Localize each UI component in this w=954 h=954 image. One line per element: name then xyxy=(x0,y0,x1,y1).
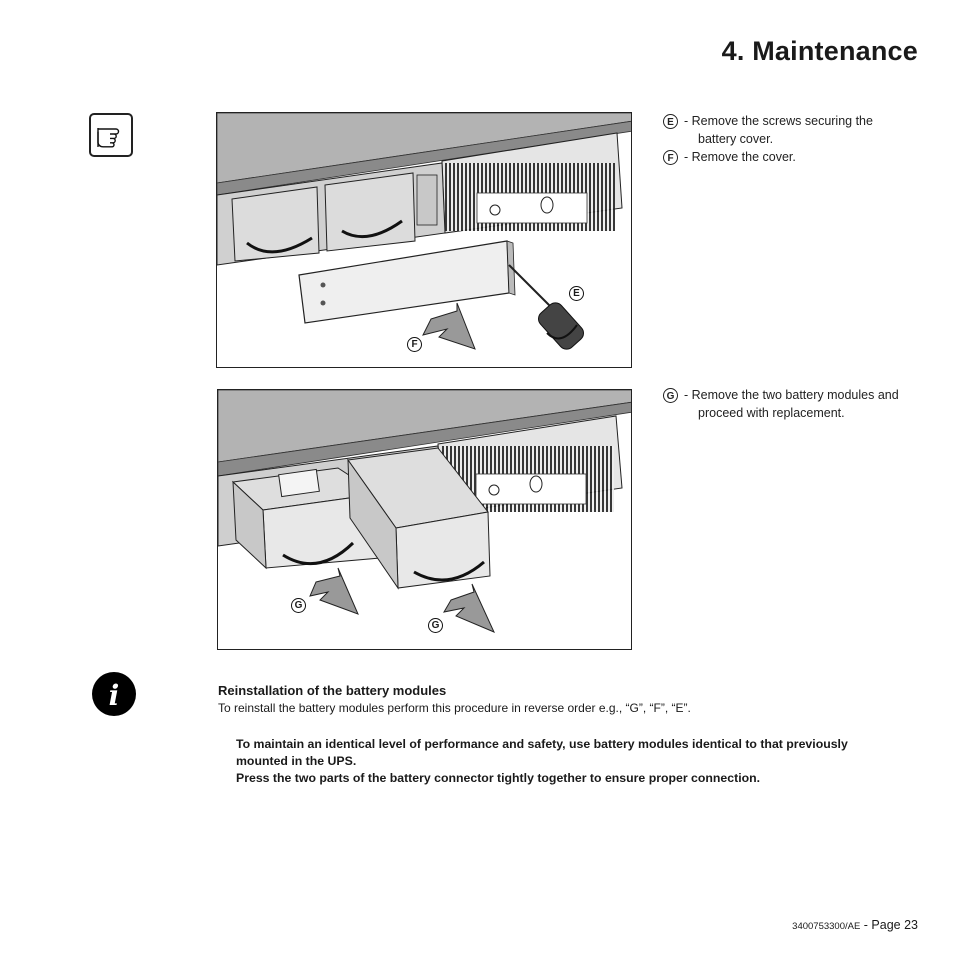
figure-remove-batteries: G G xyxy=(217,389,632,650)
step-e-text-cont: battery cover. xyxy=(698,132,774,146)
callout-f: F xyxy=(407,337,422,352)
step-e-badge: E xyxy=(663,114,678,130)
warning-line-1: To maintain an identical level of perfor… xyxy=(236,737,848,751)
svg-text:i: i xyxy=(109,679,120,712)
callout-g-2: G xyxy=(428,618,443,633)
step-e: E - Remove the screws securing the batter… xyxy=(663,112,873,148)
step-e-text: - Remove the screws securing the xyxy=(684,114,873,128)
step-g: G - Remove the two battery modules and pr… xyxy=(663,386,899,422)
step-g-badge: G xyxy=(663,388,678,404)
warning-line-2: mounted in the UPS. xyxy=(236,754,357,768)
page-number: - Page 23 xyxy=(860,918,918,932)
step-g-text: - Remove the two battery modules and xyxy=(684,388,899,402)
step-f-text: - Remove the cover. xyxy=(684,150,796,164)
info-icon: i xyxy=(92,672,136,716)
figure-remove-cover: E F xyxy=(216,112,632,368)
page-footer: 3400753300/AE - Page 23 xyxy=(792,918,918,932)
reinstall-body: To reinstall the battery modules perform… xyxy=(218,701,691,715)
warning-block: To maintain an identical level of perfor… xyxy=(236,736,916,787)
step-f-badge: F xyxy=(663,150,678,166)
step-g-text-cont: proceed with replacement. xyxy=(698,406,845,420)
callout-g-1: G xyxy=(291,598,306,613)
step-f: F - Remove the cover. xyxy=(663,148,796,166)
warning-line-3: Press the two parts of the battery conne… xyxy=(236,771,761,785)
document-code: 3400753300/AE xyxy=(792,921,861,932)
callout-e: E xyxy=(569,286,584,301)
pointing-hand-icon xyxy=(89,113,133,157)
reinstall-heading: Reinstallation of the battery modules xyxy=(218,683,447,698)
page-title: 4. Maintenance xyxy=(721,36,918,66)
